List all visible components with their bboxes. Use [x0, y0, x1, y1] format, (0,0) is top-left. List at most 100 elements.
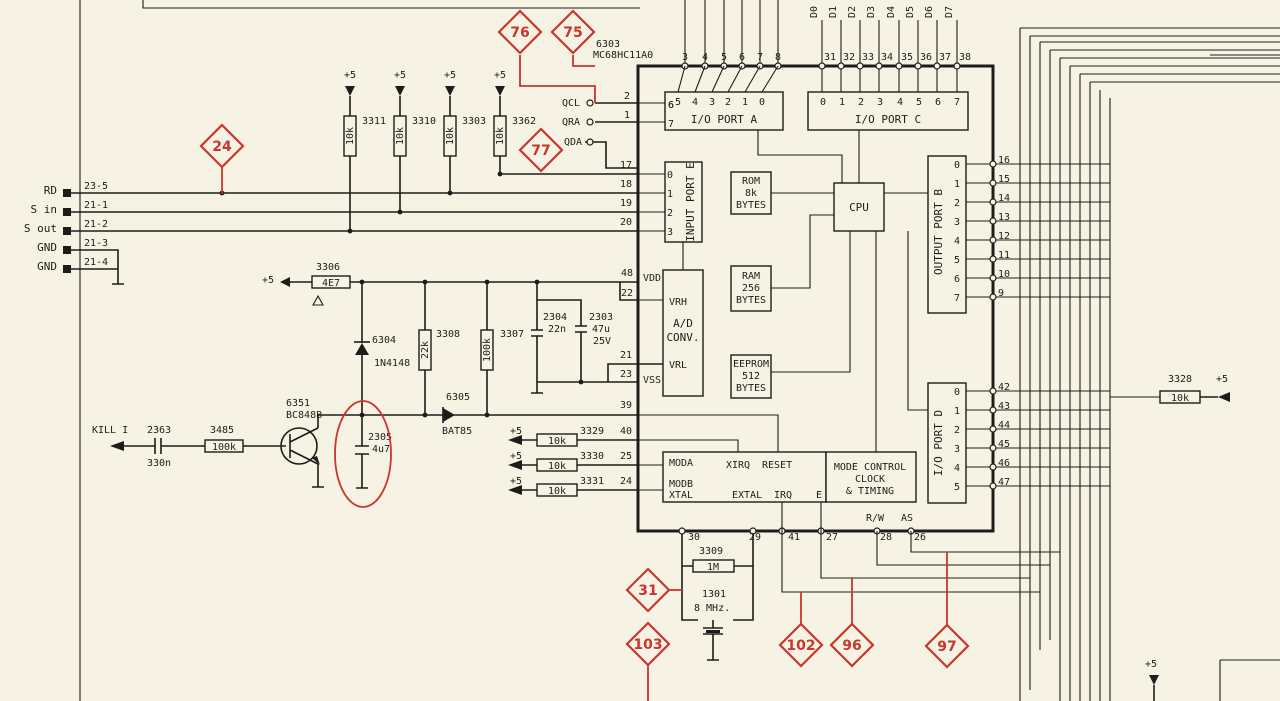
port-a-bit: 4: [692, 97, 698, 108]
kill-section: KILL I 2363 330n 3485 100k 6351 BC848B 2…: [92, 392, 779, 489]
port-c-bit: 5: [916, 97, 922, 108]
svg-text:1301: 1301: [702, 589, 726, 600]
port-b-pin: [989, 236, 997, 244]
svg-text:48: 48: [621, 268, 633, 279]
svg-text:CLOCK: CLOCK: [855, 474, 885, 485]
chip-left-wiring: QCL QRA QDA 2 1 6 7: [562, 91, 674, 169]
junction: [347, 228, 353, 234]
port-a-bit: 0: [759, 97, 765, 108]
port-a-link: [677, 65, 686, 93]
port-d-bit: 1: [954, 406, 960, 417]
mode-block: MODA MODB XTAL XIRQ RESET EXTAL IRQ E MO…: [662, 451, 917, 524]
connector-pin: [63, 265, 71, 273]
mode-resistor: [536, 458, 578, 472]
port-a-pin-number: 3: [682, 52, 688, 63]
svg-text:4u7: 4u7: [372, 444, 390, 455]
port-d-bit: 4: [954, 463, 960, 474]
svg-text:6305: 6305: [446, 392, 470, 403]
svg-text:& TIMING: & TIMING: [846, 486, 894, 497]
svg-text:KILL I: KILL I: [92, 425, 128, 436]
pullup-resistor: [493, 115, 507, 157]
svg-text:330n: 330n: [147, 458, 171, 469]
connector-label: RD: [44, 184, 57, 197]
svg-text:BYTES: BYTES: [736, 295, 766, 306]
port-a-bit: 2: [725, 97, 731, 108]
data-bus-label: D3: [866, 6, 877, 18]
junction: [397, 209, 403, 215]
svg-text:BYTES: BYTES: [736, 200, 766, 211]
port-b-pin-number: 14: [998, 193, 1010, 204]
port-d-pin: [989, 482, 997, 490]
frame-lines: [79, 0, 1280, 701]
port-b-pin-number: 15: [998, 174, 1010, 185]
port-c-pin-number: 31: [824, 52, 836, 63]
port-a-link: [744, 65, 761, 93]
port-e-bit: 2: [667, 208, 673, 219]
pullup-resistor: [393, 115, 407, 157]
data-bus-label: D2: [847, 6, 858, 18]
pullup-value: 10k: [495, 127, 506, 145]
svg-text:BYTES: BYTES: [736, 383, 766, 394]
marker-diamond: [518, 127, 564, 173]
port-c-bit: 0: [820, 97, 826, 108]
port-c-pin: [914, 62, 922, 70]
port-b-pin-number: 12: [998, 231, 1010, 242]
svg-text:AS: AS: [901, 513, 913, 524]
connector-label: GND: [37, 241, 57, 254]
connector-label: GND: [37, 260, 57, 273]
marker-label: 24: [212, 139, 232, 155]
mode-resistor-value: 10k: [548, 461, 566, 472]
port-c-pin: [818, 62, 826, 70]
port-c-pin: [953, 62, 961, 70]
port-b-bit: 7: [954, 293, 960, 304]
mode-pin-number: 24: [620, 476, 632, 487]
svg-text:3306: 3306: [316, 262, 340, 273]
port-b-pin-number: 10: [998, 269, 1010, 280]
data-bus-label: D5: [905, 6, 916, 18]
svg-text:2303: 2303: [589, 312, 613, 323]
port-e-bit: 3: [667, 227, 673, 238]
marker-diamond: [829, 622, 875, 668]
port-a-pin-number: 4: [702, 52, 708, 63]
data-bus-label: D7: [944, 6, 955, 18]
svg-text:EEPROM: EEPROM: [733, 359, 769, 370]
port-c-pin-number: 38: [959, 52, 971, 63]
svg-text:I/O PORT D: I/O PORT D: [932, 410, 945, 476]
marker-label: 77: [531, 143, 550, 159]
svg-text:512: 512: [742, 371, 760, 382]
port-a-pin-number: 7: [757, 52, 763, 63]
crystal-section: 3309 1M 1301 8 MHz. 30 29 41 27 28 26: [678, 502, 1060, 661]
supply-arrow: [508, 485, 522, 495]
mode-resistor: [536, 433, 578, 447]
port-d-pin-number: 43: [998, 401, 1010, 412]
supply-label: +5: [510, 451, 522, 462]
svg-text:VRL: VRL: [669, 360, 687, 371]
port-c-pin-number: 37: [939, 52, 951, 63]
svg-text:MODB: MODB: [669, 479, 693, 490]
svg-text:CPU: CPU: [849, 201, 869, 214]
supply-label: +5: [444, 70, 456, 81]
pullup-resistor: [343, 115, 357, 157]
port-d-pin: [989, 463, 997, 471]
svg-text:ROM: ROM: [742, 176, 760, 187]
port-d-pin: [989, 387, 997, 395]
right-bus: [1019, 27, 1280, 701]
port-c-bit: 3: [877, 97, 883, 108]
marker-label: 76: [510, 25, 529, 41]
svg-text:7: 7: [668, 119, 674, 130]
svg-text:3307: 3307: [500, 329, 524, 340]
marker-label: 97: [937, 639, 956, 655]
data-bus-label: D6: [924, 6, 935, 18]
port-b-pin: [989, 274, 997, 282]
supply-section: +5 3306 4E7 48 22 6304 1N4148 22k 3308 1…: [262, 262, 663, 415]
svg-text:QDA: QDA: [564, 137, 582, 148]
svg-text:3485: 3485: [210, 425, 234, 436]
port-a-bit: 6: [668, 100, 674, 111]
svg-text:VDD: VDD: [643, 273, 661, 284]
